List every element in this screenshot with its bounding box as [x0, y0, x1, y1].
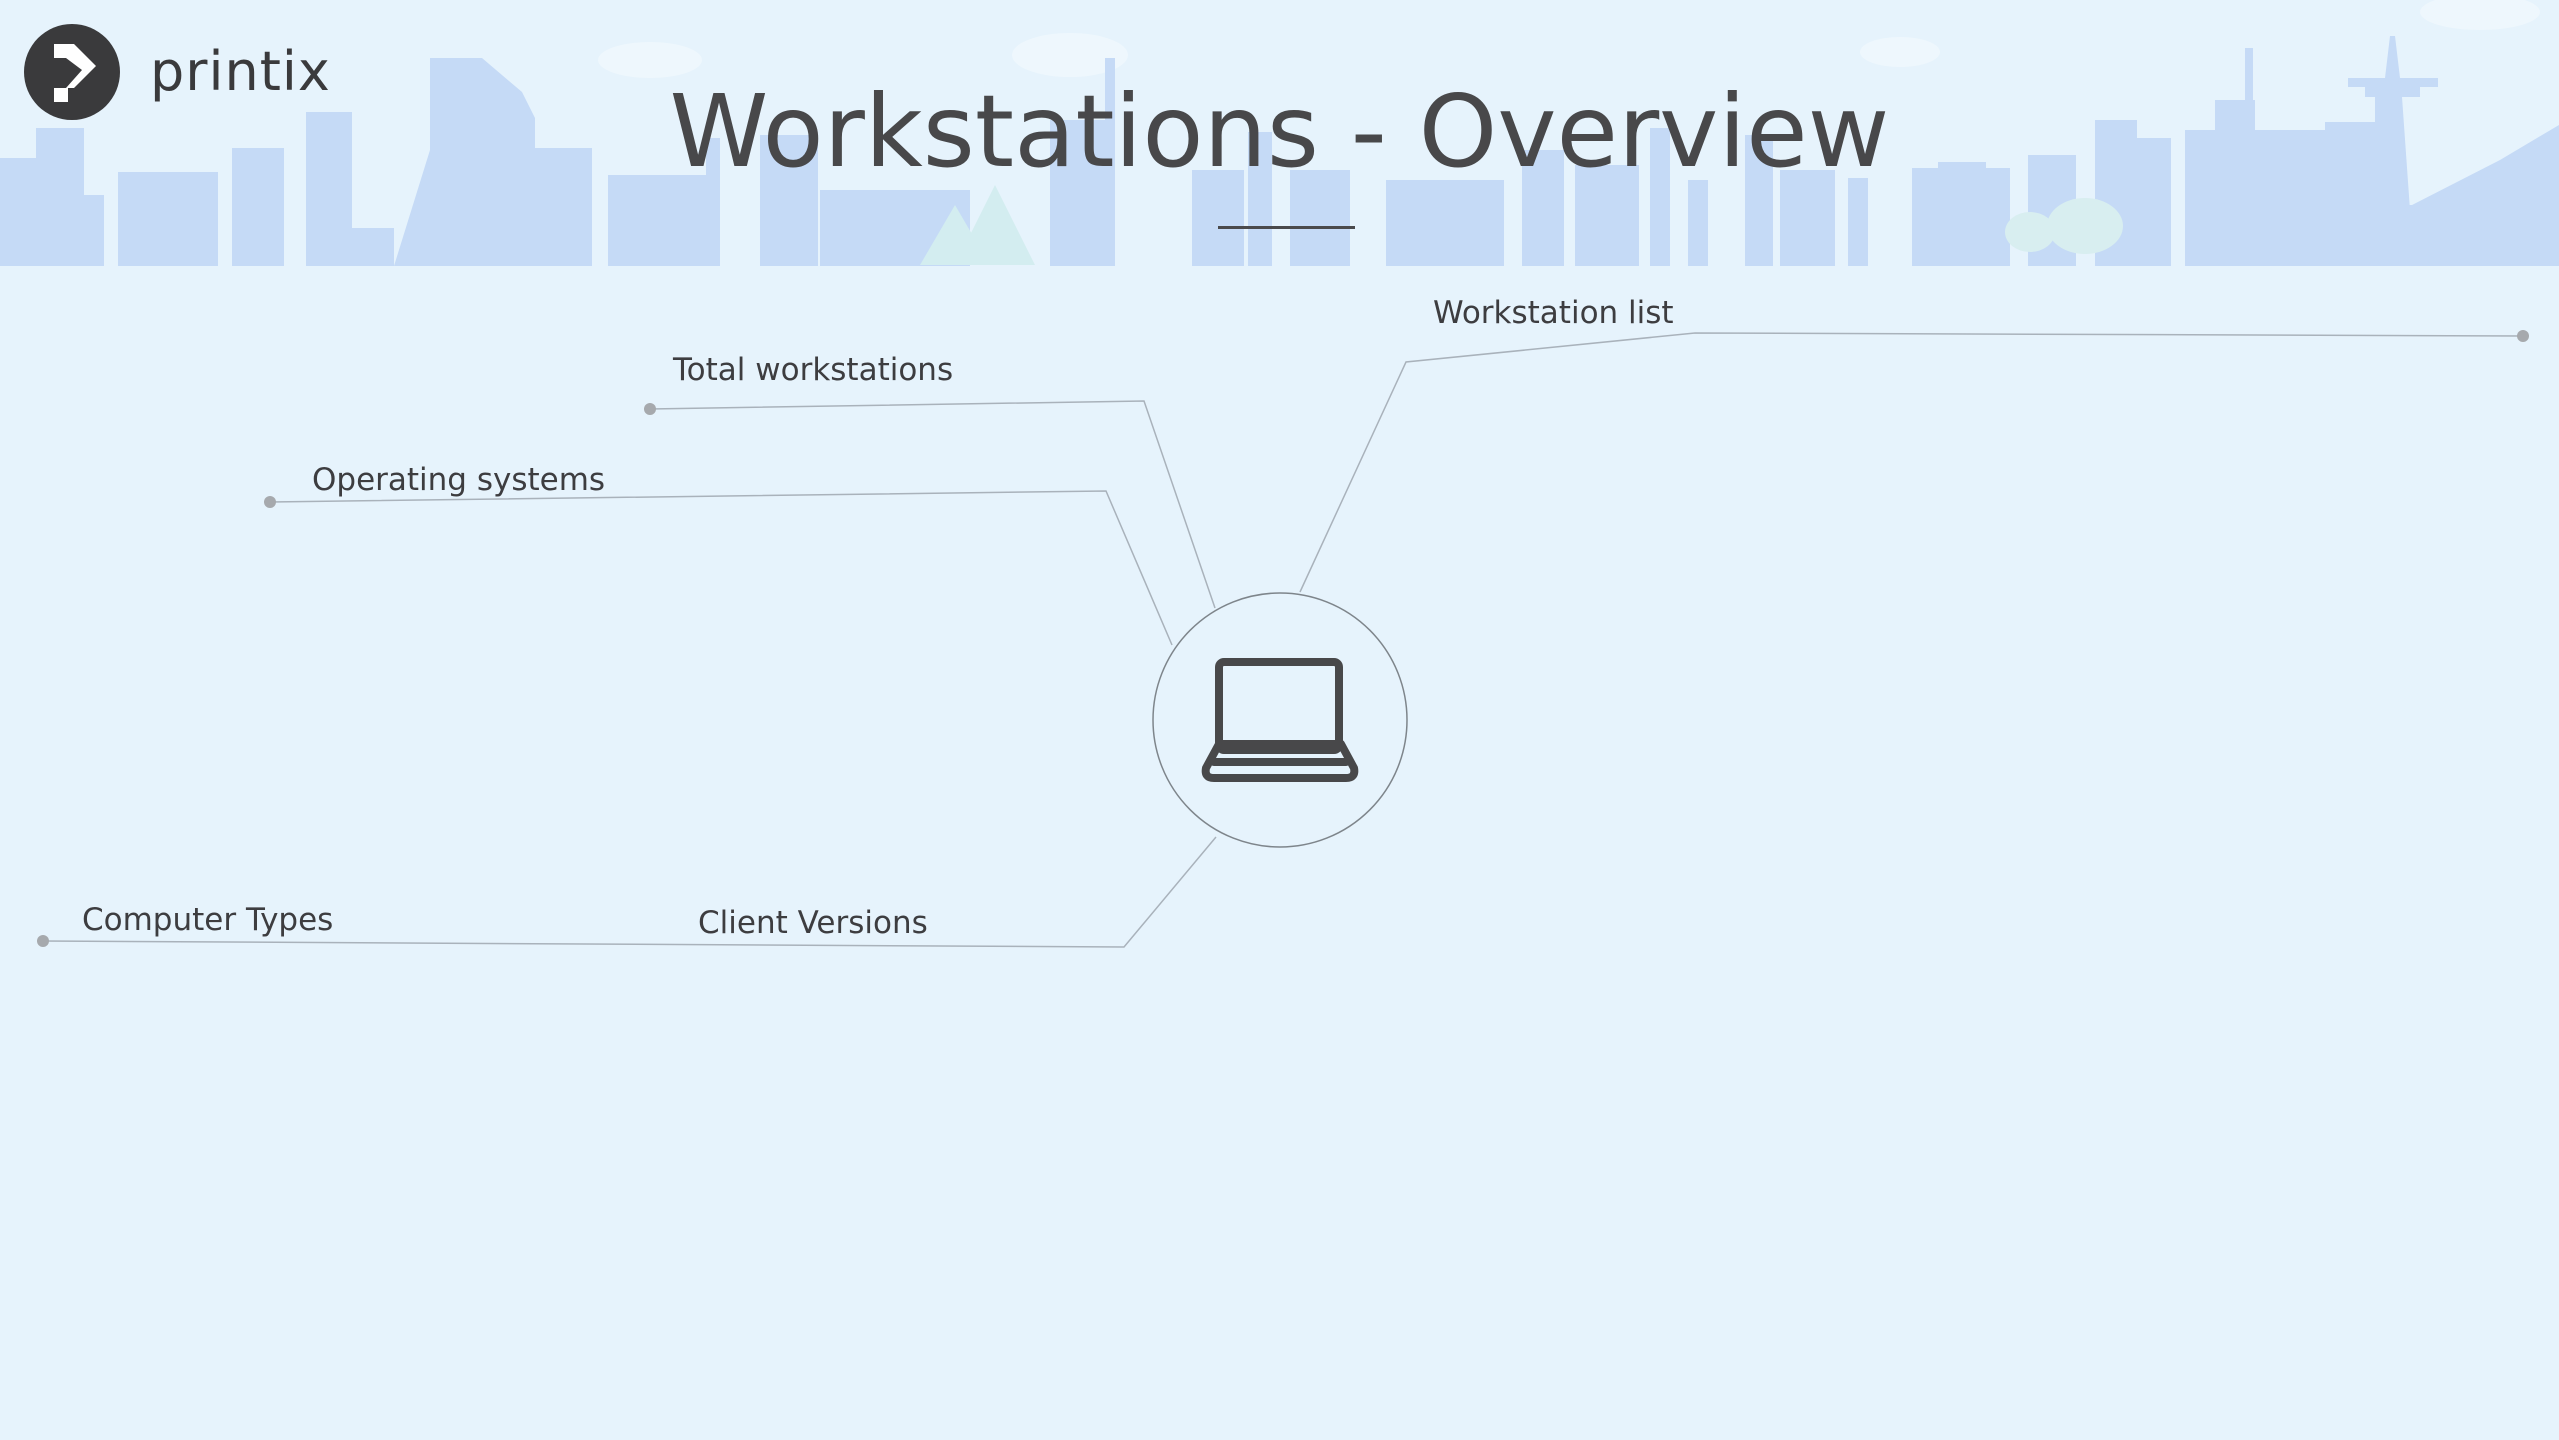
skyline-banner [0, 0, 2559, 266]
branch-label-computer-types[interactable]: Computer Types [82, 902, 334, 938]
laptop-icon [1201, 658, 1359, 782]
branch-label-client-versions[interactable]: Client Versions [698, 905, 928, 941]
endpoint-dot-total-workstations [644, 403, 656, 415]
branch-label-operating-systems[interactable]: Operating systems [312, 462, 606, 498]
branch-label-workstation-list[interactable]: Workstation list [1433, 295, 1674, 331]
brand-logo: printix [22, 22, 331, 122]
title-underline [1218, 226, 1355, 229]
endpoint-dot-computer-types [37, 935, 49, 947]
branch-label-total-workstations[interactable]: Total workstations [673, 352, 954, 388]
endpoint-dot-workstation-list [2517, 330, 2529, 342]
printix-logo-icon [24, 24, 120, 120]
brand-name: printix [150, 40, 331, 103]
center-node[interactable] [1152, 592, 1408, 848]
connector-operating-systems [269, 490, 1173, 646]
connector-client-versions [42, 836, 1217, 948]
page-title: Workstations - Overview [669, 73, 1890, 190]
connector-total-workstations [649, 400, 1216, 609]
endpoint-dot-operating-systems [264, 496, 276, 508]
connector-workstation-list [1299, 332, 2524, 593]
